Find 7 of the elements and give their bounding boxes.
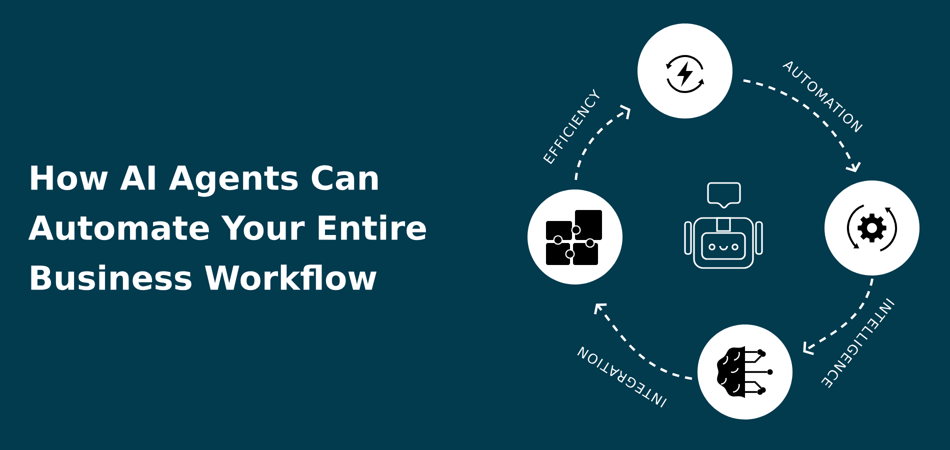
circle	[638, 24, 732, 118]
arrow	[594, 303, 692, 380]
arrow	[743, 79, 861, 172]
title: How AI Agents Can Automate Your Entire Business Workflow	[28, 165, 426, 290]
circle	[824, 180, 920, 276]
arrow	[574, 104, 630, 180]
arrow	[803, 278, 874, 356]
